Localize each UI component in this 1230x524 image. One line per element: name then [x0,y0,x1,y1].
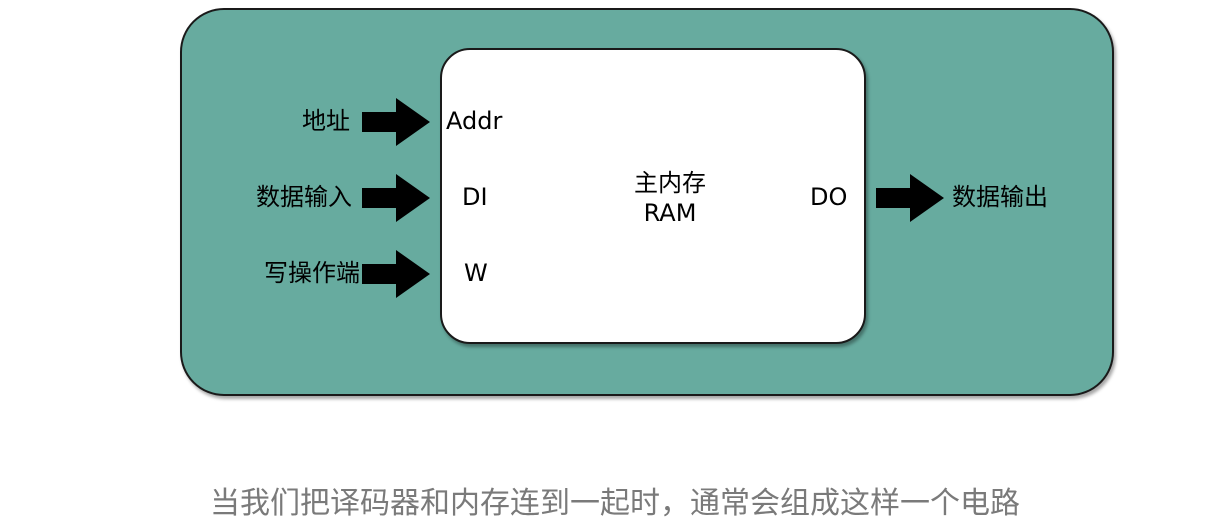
address-arrow-icon [362,98,430,146]
figure-caption: 当我们把译码器和内存连到一起时，通常会组成这样一个电路 [210,486,1020,521]
memory-subtitle: RAM [643,199,697,227]
write-port-label: W [464,259,488,287]
data-output-label: 数据输出 [952,183,1048,211]
address-port-label: Addr [446,107,503,135]
address-input-label: 地址 [302,107,350,135]
data-in-port-label: DI [462,183,488,211]
data-input-label: 数据输入 [256,183,352,211]
main-memory-block [440,48,866,344]
data-input-arrow-icon [362,174,430,222]
memory-title: 主内存 [634,169,706,197]
write-enable-arrow-icon [362,250,430,298]
data-out-port-label: DO [810,183,848,211]
write-enable-label: 写操作端 [264,259,360,287]
data-output-arrow-icon [876,174,944,222]
